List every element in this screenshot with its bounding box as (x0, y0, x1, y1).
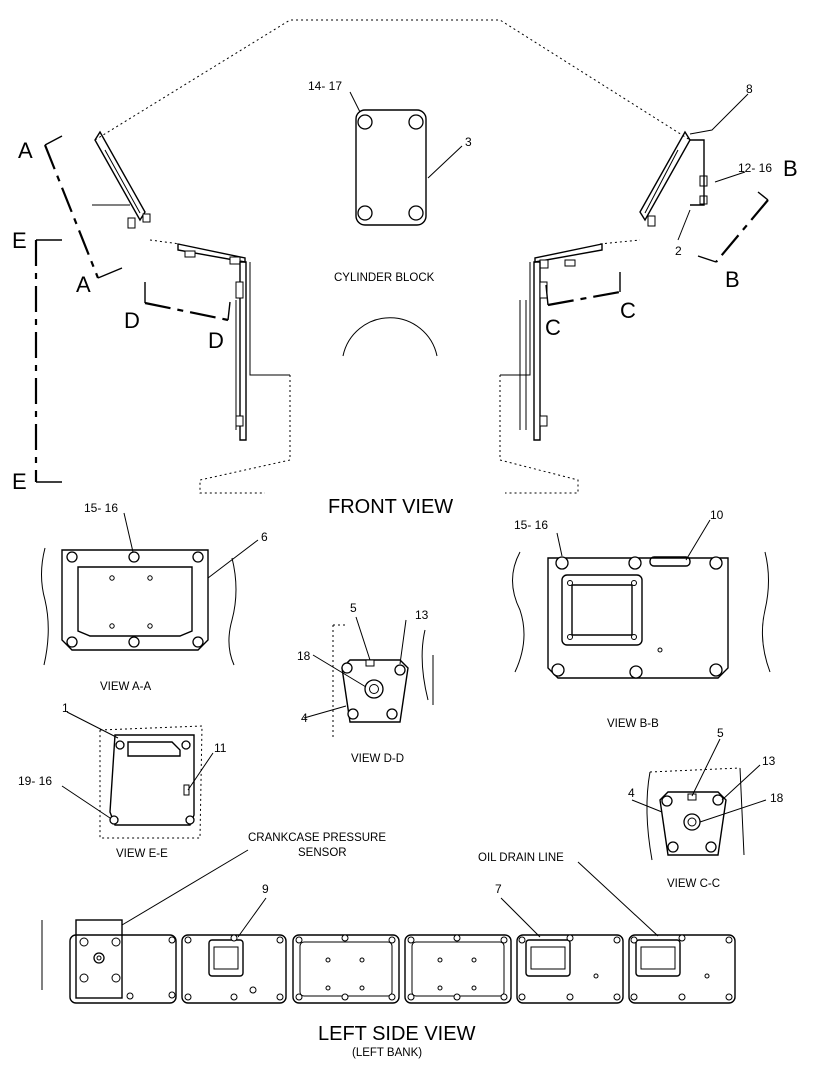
callout-6: 6 (261, 530, 268, 544)
callout-1: 1 (62, 701, 69, 715)
callout-7: 7 (495, 882, 502, 896)
view-d-d: 5 13 18 4 VIEW D-D (297, 601, 434, 765)
callout-4-c: 4 (628, 786, 635, 800)
left-bank-subtitle: (LEFT BANK) (352, 1047, 422, 1059)
crank-bore-arc (342, 317, 438, 357)
crankcase-pressure-label-1: CRANKCASE PRESSURE (248, 832, 386, 844)
section-marker-c-left: C (545, 315, 561, 340)
left-upper-cover (94, 130, 146, 222)
side-cover-plain-2 (404, 934, 512, 1004)
bracket-8 (690, 139, 705, 206)
left-side-view-title: LEFT SIDE VIEW (318, 1023, 476, 1045)
callout-18-d: 18 (297, 649, 311, 663)
section-line-a (43, 144, 100, 279)
right-side-cover (533, 261, 541, 441)
side-cover-oil-drain (628, 934, 736, 1004)
view-c-c-caption: VIEW C-C (667, 878, 720, 890)
bolt-hole (408, 114, 424, 130)
view-b-b: 15- 16 10 VIEW B-B (512, 508, 771, 730)
view-e-e: 1 11 19- 16 VIEW E-E (18, 701, 227, 860)
plate-4-d (341, 659, 409, 723)
window-frame (561, 574, 643, 646)
callout-19-16: 19- 16 (18, 774, 52, 788)
bolt-hole (408, 205, 424, 221)
front-view: 14- 17 3 8 12- 16 2 A A B B C C D D E E … (12, 19, 798, 518)
left-side-view: CRANKCASE PRESSURE SENSOR OIL DRAIN LINE… (41, 832, 736, 1059)
section-marker-c-right: C (620, 298, 636, 323)
section-marker-b-bottom: B (725, 267, 740, 292)
plate-4-c (659, 791, 727, 856)
callout-2: 2 (675, 244, 682, 258)
view-e-e-caption: VIEW E-E (116, 848, 168, 860)
view-b-b-caption: VIEW B-B (607, 718, 659, 730)
callout-13-d: 13 (415, 608, 429, 622)
callout-13-c: 13 (762, 754, 776, 768)
side-cover-plain-1 (292, 934, 400, 1004)
callout-11: 11 (214, 741, 227, 755)
right-upper-cover (639, 130, 691, 222)
cover-6 (61, 549, 209, 651)
tube-10 (649, 556, 691, 567)
callout-15-16-a: 15- 16 (84, 501, 118, 515)
view-a-a: 15- 16 6 VIEW A-A (41, 501, 268, 693)
callout-5-d: 5 (350, 601, 357, 615)
bolt-hole (357, 205, 373, 221)
front-view-title: FRONT VIEW (328, 496, 453, 518)
cover-10 (547, 557, 729, 679)
cylinder-block-outline (94, 19, 691, 494)
bolt-hole (357, 114, 373, 130)
callout-12-16: 12- 16 (738, 161, 772, 175)
callout-10: 10 (710, 508, 724, 522)
section-marker-b-top: B (783, 156, 798, 181)
oil-drain-line-label: OIL DRAIN LINE (478, 852, 564, 864)
section-line-c (547, 290, 621, 307)
callout-4-d: 4 (301, 711, 308, 725)
front-cover-3 (355, 109, 427, 226)
view-c-c: 5 13 18 4 VIEW C-C (628, 726, 784, 890)
side-cover-9 (181, 934, 287, 1004)
crankcase-pressure-label-2: SENSOR (298, 847, 347, 859)
callout-8: 8 (746, 82, 753, 96)
cylinder-block-label: CYLINDER BLOCK (334, 272, 435, 284)
section-line-d (144, 301, 229, 322)
section-marker-e-top: E (12, 228, 27, 253)
section-marker-d-left: D (124, 308, 140, 333)
callout-5-c: 5 (717, 726, 724, 740)
section-marker-a-bottom: A (76, 272, 91, 297)
section-line-b (715, 199, 769, 263)
callout-18-c: 18 (770, 791, 784, 805)
cylinder-block-inner-outline (249, 262, 531, 376)
section-marker-e-bottom: E (12, 469, 27, 494)
callout-15-16-b: 15- 16 (514, 518, 548, 532)
section-marker-d-right: D (208, 328, 224, 353)
callout-3: 3 (465, 135, 472, 149)
callout-9: 9 (262, 882, 269, 896)
crankcase-pressure-sensor-plate (75, 919, 123, 999)
left-side-cover (239, 261, 247, 441)
callout-14-17: 14- 17 (308, 79, 342, 93)
side-cover-7 (516, 934, 624, 1004)
view-a-a-caption: VIEW A-A (100, 681, 151, 693)
cover-1 (109, 734, 195, 826)
view-d-d-caption: VIEW D-D (351, 753, 404, 765)
section-marker-a-top: A (18, 138, 33, 163)
right-lower-cover (534, 243, 603, 263)
side-cover-1 (69, 919, 177, 1004)
